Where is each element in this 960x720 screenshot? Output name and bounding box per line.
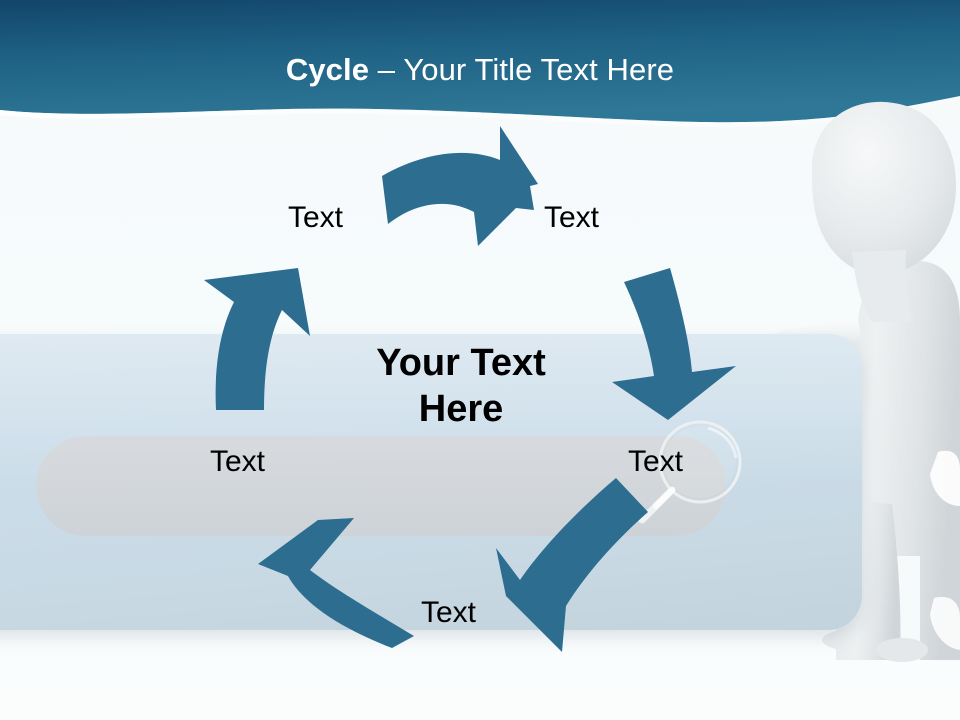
node-label-top-left: Text [288, 201, 344, 234]
node-label-bottom: Text [421, 596, 477, 629]
arrow-bottom-right [496, 478, 648, 652]
node-label-right: Text [628, 445, 684, 478]
page-title-separator: – [369, 52, 404, 87]
page-title-bold: Cycle [285, 52, 370, 87]
arrow-left [204, 268, 310, 410]
arrow-bottom-left [258, 518, 414, 648]
center-label-line1: Your Text [376, 342, 546, 384]
node-label-top-right: Text [544, 201, 600, 234]
center-label-line2: Here [418, 388, 504, 431]
arrow-right [612, 268, 736, 420]
arrow-top [382, 126, 538, 246]
node-label-left: Text [210, 445, 266, 478]
page-title: Cycle – Your Title Text Here [0, 52, 960, 88]
center-label: Your Text Here [330, 340, 592, 433]
page-title-rest: Your Title Text Here [403, 52, 675, 87]
header-wave-shape [0, 0, 960, 128]
header-band: Cycle – Your Title Text Here [0, 0, 960, 175]
